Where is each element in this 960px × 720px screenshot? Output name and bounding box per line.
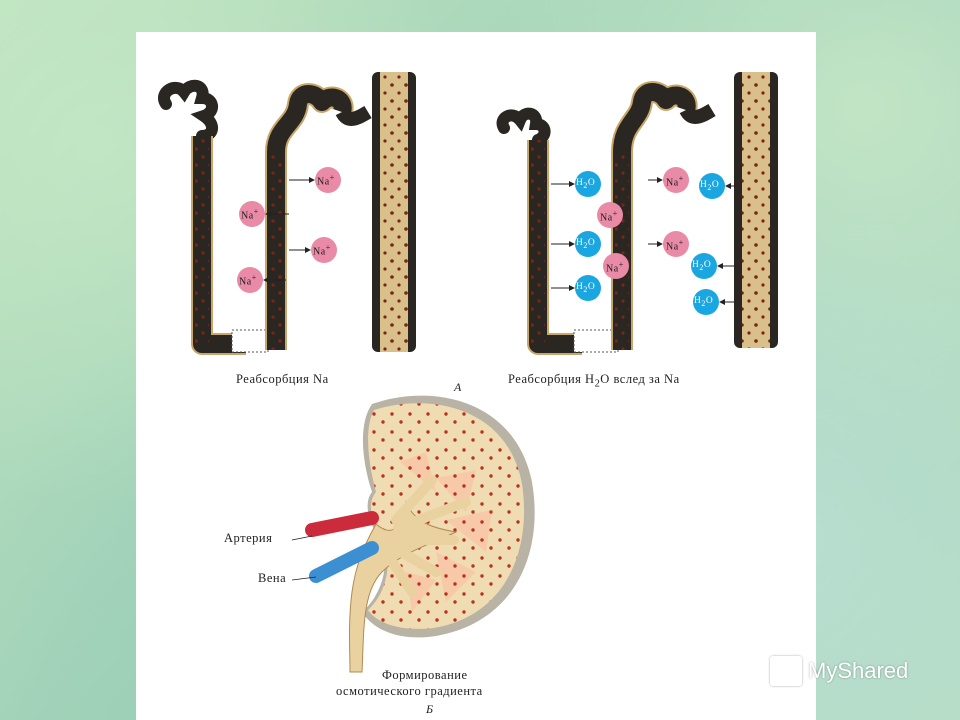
na-ion bbox=[237, 267, 263, 293]
h2o-molecule bbox=[699, 173, 725, 199]
loop-bend-right bbox=[573, 329, 619, 353]
na-ion bbox=[663, 231, 689, 257]
watermark-text: MyShared bbox=[808, 658, 909, 683]
na-label: Na+ bbox=[313, 243, 331, 258]
h2o-molecule bbox=[691, 253, 717, 279]
ascending-limb-left bbox=[267, 85, 352, 350]
ascending-limb-right bbox=[613, 83, 696, 350]
h2o-label: H2O bbox=[576, 238, 596, 250]
kidney bbox=[291, 395, 535, 673]
h2o-label: H2O bbox=[694, 296, 714, 308]
renal-artery bbox=[305, 511, 379, 537]
nephron-left bbox=[158, 72, 416, 355]
na-label: Na+ bbox=[600, 209, 618, 224]
nephron-right bbox=[496, 72, 778, 355]
renal-vein bbox=[309, 541, 379, 583]
loop-bend-left bbox=[231, 329, 269, 353]
caption-gradient-line1: Формирование bbox=[382, 668, 468, 682]
na-label: Na+ bbox=[666, 174, 684, 189]
diagram-svg bbox=[158, 72, 778, 673]
label-vein: Вена bbox=[258, 571, 287, 585]
na-ion bbox=[597, 202, 623, 228]
h2o-molecule bbox=[693, 289, 719, 315]
panel-letter-b: Б bbox=[426, 702, 434, 716]
panel-letter-a: А bbox=[454, 380, 462, 394]
na-ion bbox=[603, 253, 629, 279]
h2o-label: H2O bbox=[576, 282, 596, 294]
caption-gradient-line2: осмотического градиента bbox=[336, 684, 483, 698]
na-ions-left bbox=[237, 167, 341, 293]
na-label: Na+ bbox=[239, 273, 257, 288]
caption-na-reabsorption: Реабсорбция Na bbox=[236, 372, 329, 386]
na-ion bbox=[239, 201, 265, 227]
na-ion bbox=[311, 237, 337, 263]
na-label: Na+ bbox=[666, 238, 684, 253]
h2o-molecule bbox=[575, 275, 601, 301]
label-artery: Артерия bbox=[224, 531, 273, 545]
caption-h2o-reabsorption: Реабсорбция H2O вслед за Na bbox=[508, 372, 680, 390]
h2o-molecule bbox=[575, 171, 601, 197]
proximal-convolution-left bbox=[158, 79, 218, 142]
h2o-label: H2O bbox=[692, 260, 712, 272]
h2o-label: H2O bbox=[700, 180, 720, 192]
h2o-label: H2O bbox=[576, 178, 596, 190]
na-ion bbox=[315, 167, 341, 193]
na-label: Na+ bbox=[317, 173, 335, 188]
watermark: MyShared bbox=[770, 656, 908, 686]
ions-right bbox=[551, 167, 736, 315]
diagram-figure: Na+ Na+ Na+ Na+ H2O H2O H2O H2O H2O H2O … bbox=[136, 32, 816, 720]
presentation-icon bbox=[770, 656, 802, 686]
h2o-molecule bbox=[575, 231, 601, 257]
na-ion bbox=[663, 167, 689, 193]
na-label: Na+ bbox=[606, 260, 624, 275]
na-label: Na+ bbox=[241, 207, 259, 222]
